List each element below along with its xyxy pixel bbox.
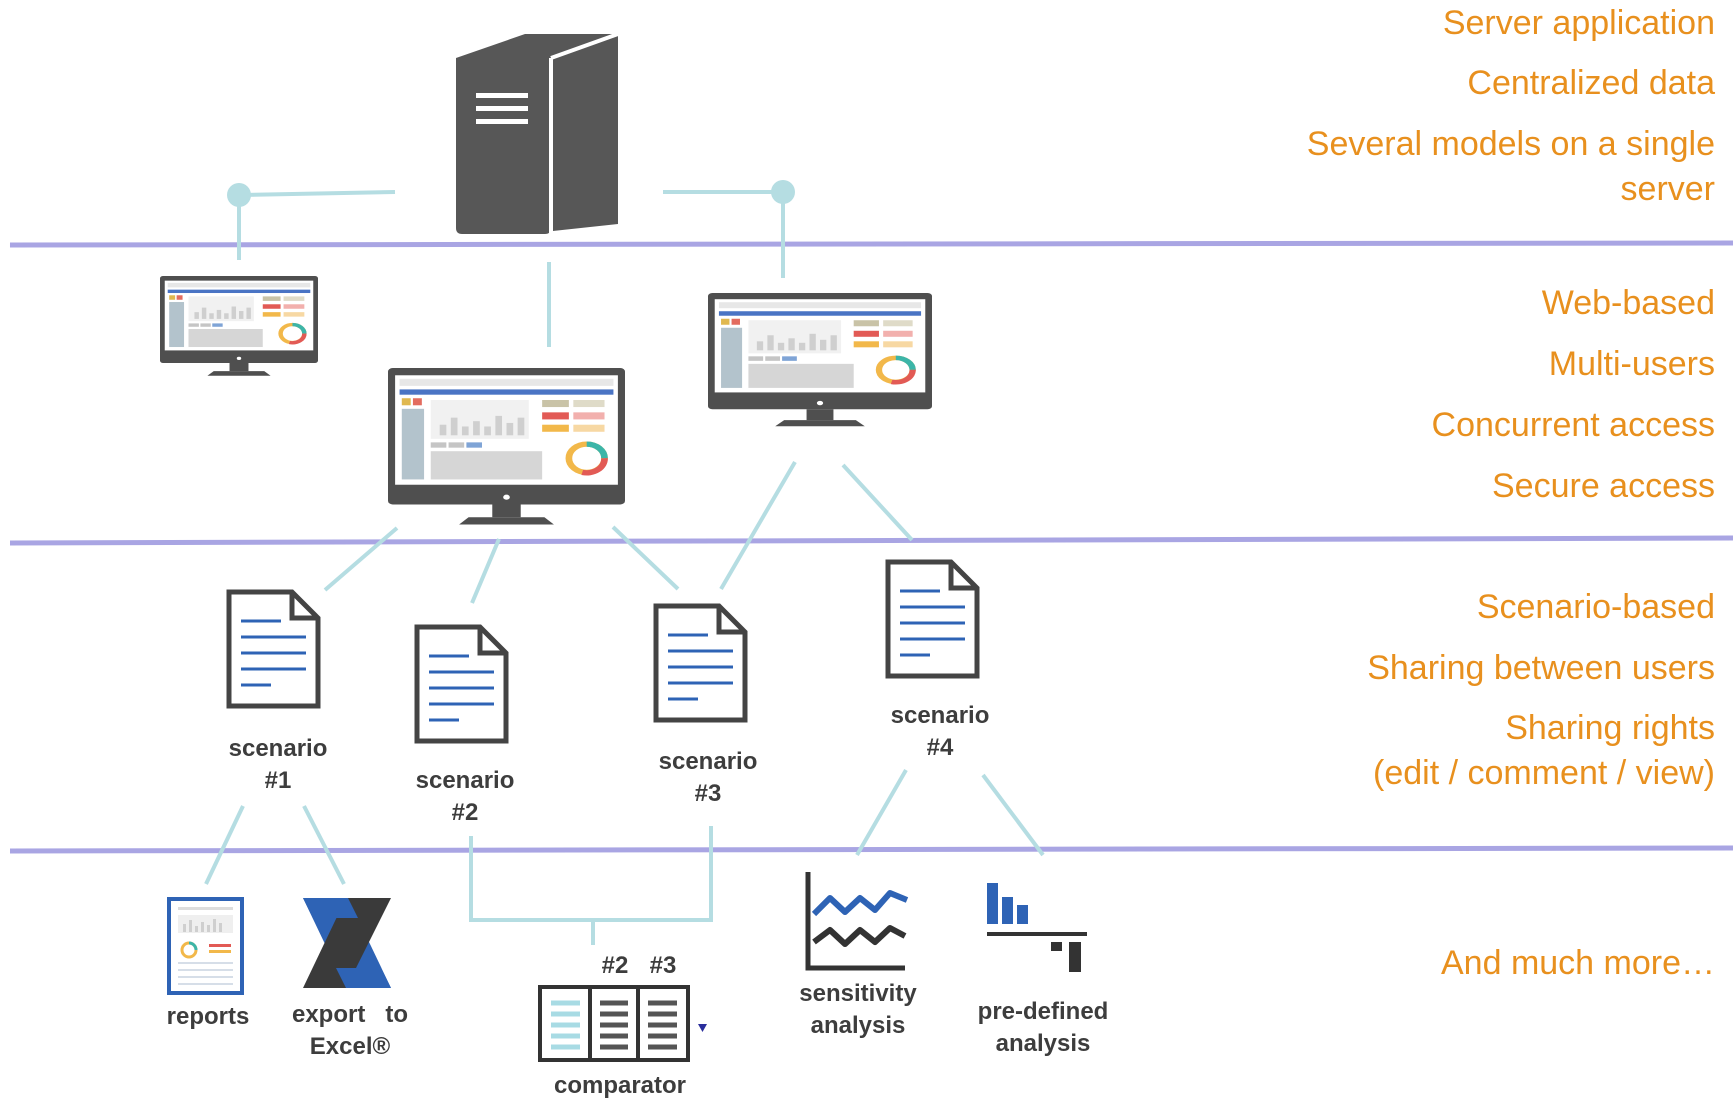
predefined-chart-icon <box>987 883 1087 972</box>
excel-icon <box>303 898 391 988</box>
export-label: export to Excel® <box>270 999 430 1063</box>
scenario-4-label: scenario #4 <box>870 700 1010 764</box>
monitor-icon <box>388 368 625 525</box>
document-icon <box>656 606 745 720</box>
report-icon <box>167 897 244 995</box>
reports-label: reports <box>166 1003 250 1030</box>
section-dividers <box>9 240 1733 854</box>
divider-3 <box>9 845 1733 854</box>
scenario-3-label: scenario #3 <box>638 746 778 810</box>
feature-server-application: Server application <box>1442 4 1715 42</box>
connector-node-left <box>227 183 251 207</box>
document-icon <box>417 627 506 741</box>
scenario-1-label-word: scenario <box>228 735 328 762</box>
document-icon <box>888 562 977 676</box>
connector-node-right <box>771 180 795 204</box>
comparator-tag-2: #2 <box>601 952 629 979</box>
scenario-1-label: scenario #1 <box>208 733 348 797</box>
sensitivity-label-line1: sensitivity <box>799 980 917 1007</box>
comparator-label: comparator <box>553 1072 687 1099</box>
sensitivity-label-line2: analysis <box>810 1012 906 1039</box>
scenario-1-label-number: #1 <box>264 767 292 794</box>
monitor-icon <box>160 276 318 376</box>
feature-secure-access: Secure access <box>1492 467 1715 505</box>
feature-centralized-data: Centralized data <box>1467 64 1715 102</box>
feature-sharing-rights-detail: (edit / comment / view) <box>1373 754 1715 792</box>
feature-several-models: Several models on a single <box>1306 125 1715 163</box>
feature-sharing-rights: Sharing rights <box>1505 709 1715 747</box>
divider-2 <box>9 535 1733 546</box>
feature-scenario-based: Scenario-based <box>1476 588 1715 626</box>
export-label-line2: Excel® <box>309 1033 391 1060</box>
predefined-label: pre-defined analysis <box>953 996 1133 1060</box>
monitor-icon <box>708 293 932 426</box>
sensitivity-label: sensitivity analysis <box>778 978 938 1042</box>
feature-concurrent-access: Concurrent access <box>1431 406 1715 444</box>
predefined-label-line2: analysis <box>995 1030 1091 1057</box>
scenario-4-label-number: #4 <box>926 734 954 761</box>
server-icon <box>456 32 619 234</box>
feature-multi-users: Multi-users <box>1548 345 1715 383</box>
comparator-tag-3: #3 <box>649 952 677 979</box>
scenario-2-label-word: scenario <box>415 767 515 794</box>
document-icon <box>229 592 318 706</box>
feature-several-models-cont: server <box>1620 170 1715 208</box>
scenario-2-label-number: #2 <box>451 799 479 826</box>
divider-1 <box>9 240 1733 248</box>
feature-much-more: And much more… <box>1441 944 1715 982</box>
scenario-2-label: scenario #2 <box>395 765 535 829</box>
scenario-3-label-word: scenario <box>658 748 758 775</box>
export-label-line1: export to <box>291 1001 408 1028</box>
feature-sharing-between-users: Sharing between users <box>1367 649 1715 687</box>
predefined-label-line1: pre-defined <box>977 998 1109 1025</box>
feature-web-based: Web-based <box>1541 284 1715 322</box>
connectors <box>204 190 1045 945</box>
comparator-icon <box>538 985 707 1062</box>
sensitivity-chart-icon <box>805 872 909 971</box>
scenario-3-label-number: #3 <box>694 780 722 807</box>
scenario-4-label-word: scenario <box>890 702 990 729</box>
